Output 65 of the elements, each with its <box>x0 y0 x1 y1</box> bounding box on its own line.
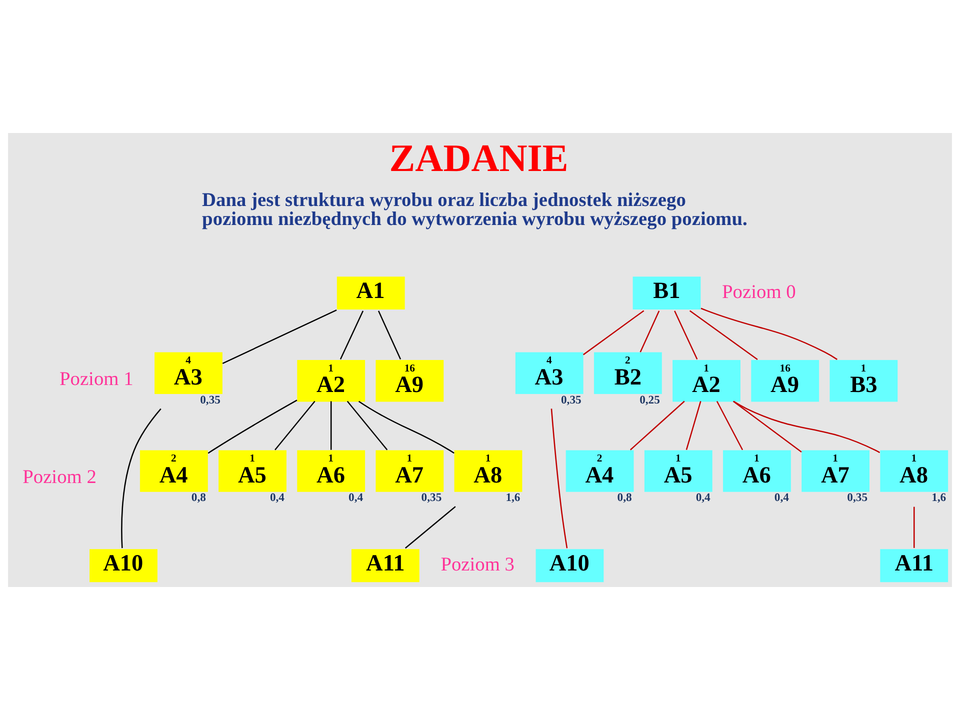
node-label: 0,25 <box>640 393 660 406</box>
node-box: A11 <box>880 549 948 582</box>
label: Poziom 0 <box>722 282 796 303</box>
node-box: 1 A7 <box>802 450 870 492</box>
connector <box>716 400 744 450</box>
connector <box>330 401 332 450</box>
connector <box>340 310 364 360</box>
node-box: A1 <box>336 276 405 310</box>
label: Poziom 3 <box>440 554 515 576</box>
node-box: 1 A5 <box>644 450 712 492</box>
connector <box>686 401 702 450</box>
node-label: 0,8 <box>617 491 632 504</box>
node-box: 2 B2 <box>594 352 662 394</box>
node-box: 16 A9 <box>376 360 444 402</box>
label: Poziom 1 <box>59 369 134 390</box>
connector <box>913 506 915 548</box>
node-box: B1 <box>632 276 701 310</box>
node-box: 4 A3 <box>515 352 584 394</box>
label: Poziom 2 <box>22 467 96 488</box>
node-box: 1 A6 <box>723 450 791 492</box>
node-box: 2 A4 <box>140 450 208 492</box>
node-label: 0,4 <box>696 491 710 504</box>
connector <box>582 310 644 356</box>
node-label: 0,35 <box>421 491 442 504</box>
node-label: 0,35 <box>561 393 582 406</box>
node-box: 4 A3 <box>154 352 222 394</box>
node-label: 0,4 <box>348 491 364 504</box>
node-label: 0,4 <box>270 491 285 504</box>
connector <box>404 506 456 549</box>
node-box: A11 <box>351 549 420 582</box>
node-box: 1 A7 <box>376 450 444 492</box>
connector <box>640 310 660 352</box>
node-label: 0,4 <box>774 491 789 504</box>
connector <box>732 400 802 453</box>
node-box: 1 A8 <box>880 450 948 492</box>
connector <box>274 400 316 450</box>
node-box: 1 A6 <box>297 450 366 492</box>
node-box: 1 A2 <box>297 360 366 402</box>
connector <box>700 308 838 360</box>
connector <box>208 400 298 454</box>
connector <box>358 400 454 454</box>
connector <box>378 310 402 360</box>
connector <box>689 310 758 360</box>
connector <box>346 400 388 450</box>
node-label: 0,35 <box>200 393 220 406</box>
diagram-title: ZADANIE <box>389 136 568 180</box>
node-box: 1 A8 <box>454 450 522 492</box>
connector <box>733 400 880 454</box>
node-label: 1,6 <box>932 491 946 504</box>
node-box: 2 A4 <box>566 450 634 492</box>
node-box: 1 B3 <box>830 360 898 402</box>
label: Dana jest struktura wyrobu oraz liczba jednostek niższego poziomu niezbędnych do wytworzenia wyrobu wyższego poziomu. <box>202 190 748 230</box>
node-box: A10 <box>536 549 604 582</box>
connector <box>121 408 162 548</box>
node-label: 1,6 <box>506 491 520 504</box>
node-box: 1 A2 <box>672 360 740 402</box>
connector <box>550 408 568 548</box>
node-box: 1 A5 <box>218 450 286 492</box>
node-label: 0,35 <box>847 491 868 504</box>
node-box: 16 A9 <box>751 360 820 402</box>
connector <box>222 310 337 364</box>
connector <box>630 400 685 450</box>
node-label: 0,8 <box>191 491 206 504</box>
connector <box>674 310 698 360</box>
node-box: A10 <box>90 549 158 582</box>
